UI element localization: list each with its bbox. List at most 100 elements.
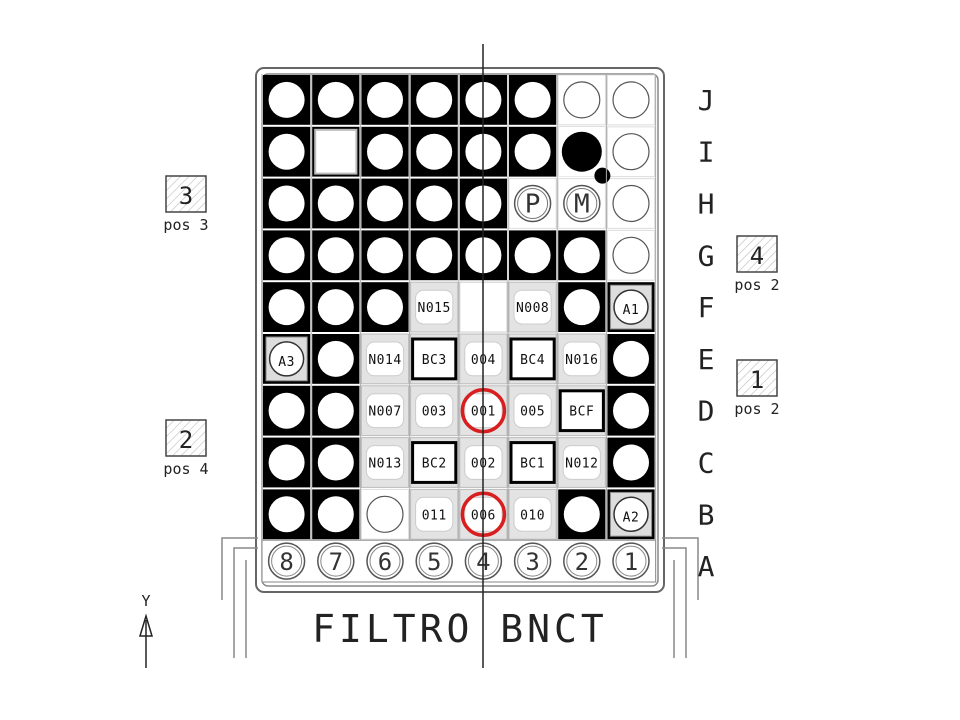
grid-cell	[312, 282, 360, 332]
marker-label: P	[525, 190, 541, 220]
grid-cell	[263, 178, 311, 229]
cell-label: A2	[623, 510, 640, 525]
svg-text:8: 8	[279, 548, 293, 576]
cell-label: N007	[368, 405, 401, 420]
core-grid: PMN015N008A1A3N014BC3004BC4N016N00700300…	[261, 74, 657, 541]
grid-cell	[263, 282, 311, 332]
cell-label: 011	[422, 508, 447, 523]
grid-cell	[312, 126, 360, 177]
svg-text:7: 7	[329, 548, 343, 576]
row-letter: D	[698, 395, 715, 428]
grid-cell	[263, 230, 311, 281]
grid-cell	[361, 75, 409, 125]
row-letter: A	[698, 550, 715, 583]
svg-text:5: 5	[427, 548, 441, 576]
position-number: 2	[179, 426, 193, 454]
position-number: 1	[750, 366, 764, 394]
grid-cell: N014	[360, 333, 410, 385]
grid-cell	[263, 126, 311, 177]
y-axis-arrow: Y	[138, 592, 154, 668]
cell-label: BC2	[422, 457, 447, 472]
grid-cell: A1	[607, 282, 655, 332]
position-label: pos 3	[163, 216, 208, 234]
grid-cell	[361, 126, 409, 177]
svg-text:2: 2	[575, 548, 589, 576]
grid-cell: BC3	[410, 333, 459, 385]
cell-label: N016	[565, 353, 598, 368]
grid-cell: A3	[263, 334, 311, 384]
grid-cell: N012	[557, 437, 606, 488]
position-markers: 3 pos 3 4 pos 2 1 pos 2 2 pos 4	[163, 175, 780, 478]
position-number: 4	[750, 242, 764, 270]
grid-cell	[509, 126, 557, 177]
grid-cell: N008	[508, 281, 557, 333]
position-marker-pos4: 4 pos 2	[734, 235, 780, 294]
grid-cell	[606, 229, 656, 281]
grid-cell: 005	[508, 385, 557, 437]
grid-cell	[312, 230, 360, 281]
y-axis-label: Y	[141, 592, 150, 610]
grid-cell	[361, 282, 409, 332]
grid-cell	[312, 437, 360, 488]
grid-cell	[312, 489, 360, 540]
grid-cell: N007	[360, 385, 410, 437]
grid-cell	[361, 230, 409, 281]
position-marker-pos2: 2 pos 4	[163, 419, 209, 478]
grid-cell	[263, 75, 311, 125]
position-label: pos 4	[163, 460, 208, 478]
cell-label: A3	[278, 355, 295, 370]
grid-cell: N016	[557, 333, 606, 385]
grid-cell	[557, 74, 606, 126]
grid-cell: N013	[360, 437, 410, 488]
svg-text:1: 1	[624, 548, 638, 576]
grid-cell	[607, 334, 655, 384]
grid-cell: BC2	[410, 437, 459, 488]
grid-cell: 010	[508, 488, 557, 540]
cell-label: N015	[418, 301, 451, 316]
column-number: 5	[415, 542, 453, 580]
grid-cell	[312, 178, 360, 229]
grid-cell: N015	[410, 281, 459, 333]
cell-label: 003	[422, 405, 447, 420]
grid-cell	[312, 334, 360, 384]
svg-text:3: 3	[525, 548, 539, 576]
cell-label: 005	[520, 405, 545, 420]
grid-cell	[558, 489, 606, 540]
grid-cell	[263, 489, 311, 540]
grid-cell: A2	[607, 489, 655, 540]
cell-label: BC1	[520, 457, 545, 472]
column-number: 1	[612, 542, 650, 580]
grid-cell	[607, 385, 655, 436]
grid-cell	[360, 488, 410, 540]
row-letter: J	[698, 84, 715, 117]
column-number: 7	[317, 542, 355, 580]
grid-cell: 011	[410, 488, 459, 540]
grid-cell	[410, 178, 458, 229]
position-marker-pos3: 3 pos 3	[163, 175, 209, 234]
position-number: 3	[179, 182, 193, 210]
grid-cell	[607, 437, 655, 488]
position-label: pos 2	[734, 276, 779, 294]
grid-cell: 003	[410, 385, 459, 437]
grid-cell	[410, 75, 458, 125]
column-number: 2	[563, 542, 601, 580]
position-label: pos 2	[734, 400, 779, 418]
grid-cell	[410, 230, 458, 281]
black-plug	[558, 126, 611, 184]
cell-label: 010	[520, 508, 545, 523]
row-letter: E	[698, 343, 715, 376]
grid-cell	[312, 75, 360, 125]
grid-cell: BC1	[508, 437, 557, 488]
grid-cell	[558, 282, 606, 332]
grid-cell	[312, 385, 360, 436]
grid-cell	[263, 437, 311, 488]
cell-label: N014	[368, 353, 401, 368]
grid-cell: M	[557, 178, 606, 229]
row-letter: I	[698, 136, 715, 169]
grid-cell: BC4	[508, 333, 557, 385]
position-marker-pos1: 1 pos 2	[734, 359, 780, 418]
grid-cell: P	[508, 178, 557, 229]
grid-cell	[509, 75, 557, 125]
row-letter: F	[698, 291, 715, 324]
